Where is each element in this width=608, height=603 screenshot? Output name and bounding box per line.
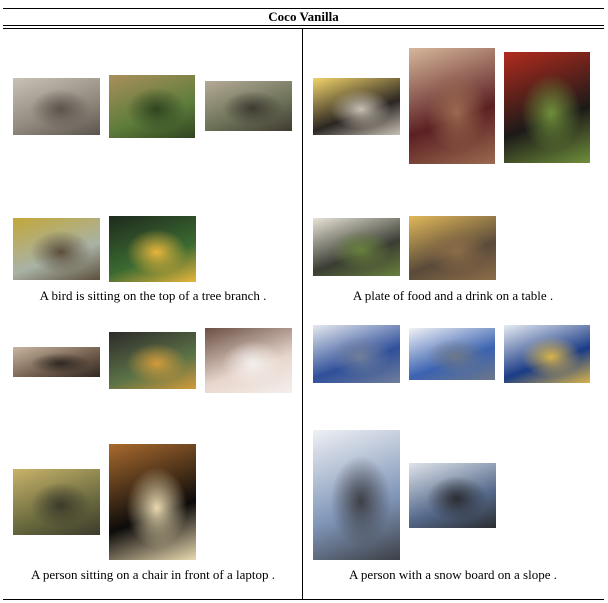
image-wine-and-pizza bbox=[409, 48, 495, 164]
image-bird-on-feeder bbox=[109, 75, 195, 138]
column-divider bbox=[302, 28, 303, 600]
table-top-rule bbox=[3, 8, 604, 9]
image-snowboard-jump-crowd bbox=[313, 325, 400, 383]
caption-laptop: A person sitting on a chair in front of … bbox=[30, 567, 276, 582]
cell-food: A plate of food and a drink on a table . bbox=[303, 28, 604, 313]
image-toucan-in-aviary bbox=[109, 216, 196, 282]
caption-food: A plate of food and a drink on a table . bbox=[352, 288, 554, 303]
image-corn-and-pasta bbox=[409, 216, 496, 280]
image-sandwich-and-salad bbox=[504, 52, 590, 163]
title-double-rule bbox=[3, 28, 604, 29]
cell-birds: A bird is sitting on the top of a tree b… bbox=[3, 28, 302, 313]
image-bird-on-rock bbox=[205, 81, 292, 131]
image-plover-on-sand bbox=[13, 78, 100, 135]
results-table: Coco Vanilla A bird is sitting on the to… bbox=[3, 8, 604, 600]
image-two-finches-on-branch bbox=[13, 218, 100, 280]
caption-snowboard: A person with a snow board on a slope . bbox=[349, 567, 557, 582]
image-man-sleeping-with-phone bbox=[205, 328, 292, 393]
title-rule bbox=[3, 25, 604, 26]
cell-snowboard: A person with a snow board on a slope . bbox=[303, 313, 604, 599]
table-bottom-rule bbox=[3, 599, 604, 600]
image-office-panorama bbox=[13, 347, 100, 377]
image-snowy-mountains bbox=[409, 328, 495, 380]
image-snowboarder-on-slope bbox=[409, 463, 496, 528]
image-table-with-bananas bbox=[13, 469, 100, 535]
cell-laptop: A person sitting on a chair in front of … bbox=[3, 313, 302, 599]
caption-birds: A bird is sitting on the top of a tree b… bbox=[39, 288, 267, 303]
image-snowboarder-midair bbox=[504, 325, 590, 383]
image-laptop-desk-clutter bbox=[109, 332, 196, 389]
table-title: Coco Vanilla bbox=[268, 9, 339, 24]
image-dark-table-lamp bbox=[109, 444, 196, 560]
image-breakfast-plate bbox=[313, 78, 400, 135]
image-broccoli-dish bbox=[313, 218, 400, 276]
image-ski-tracks-slope bbox=[313, 430, 400, 560]
